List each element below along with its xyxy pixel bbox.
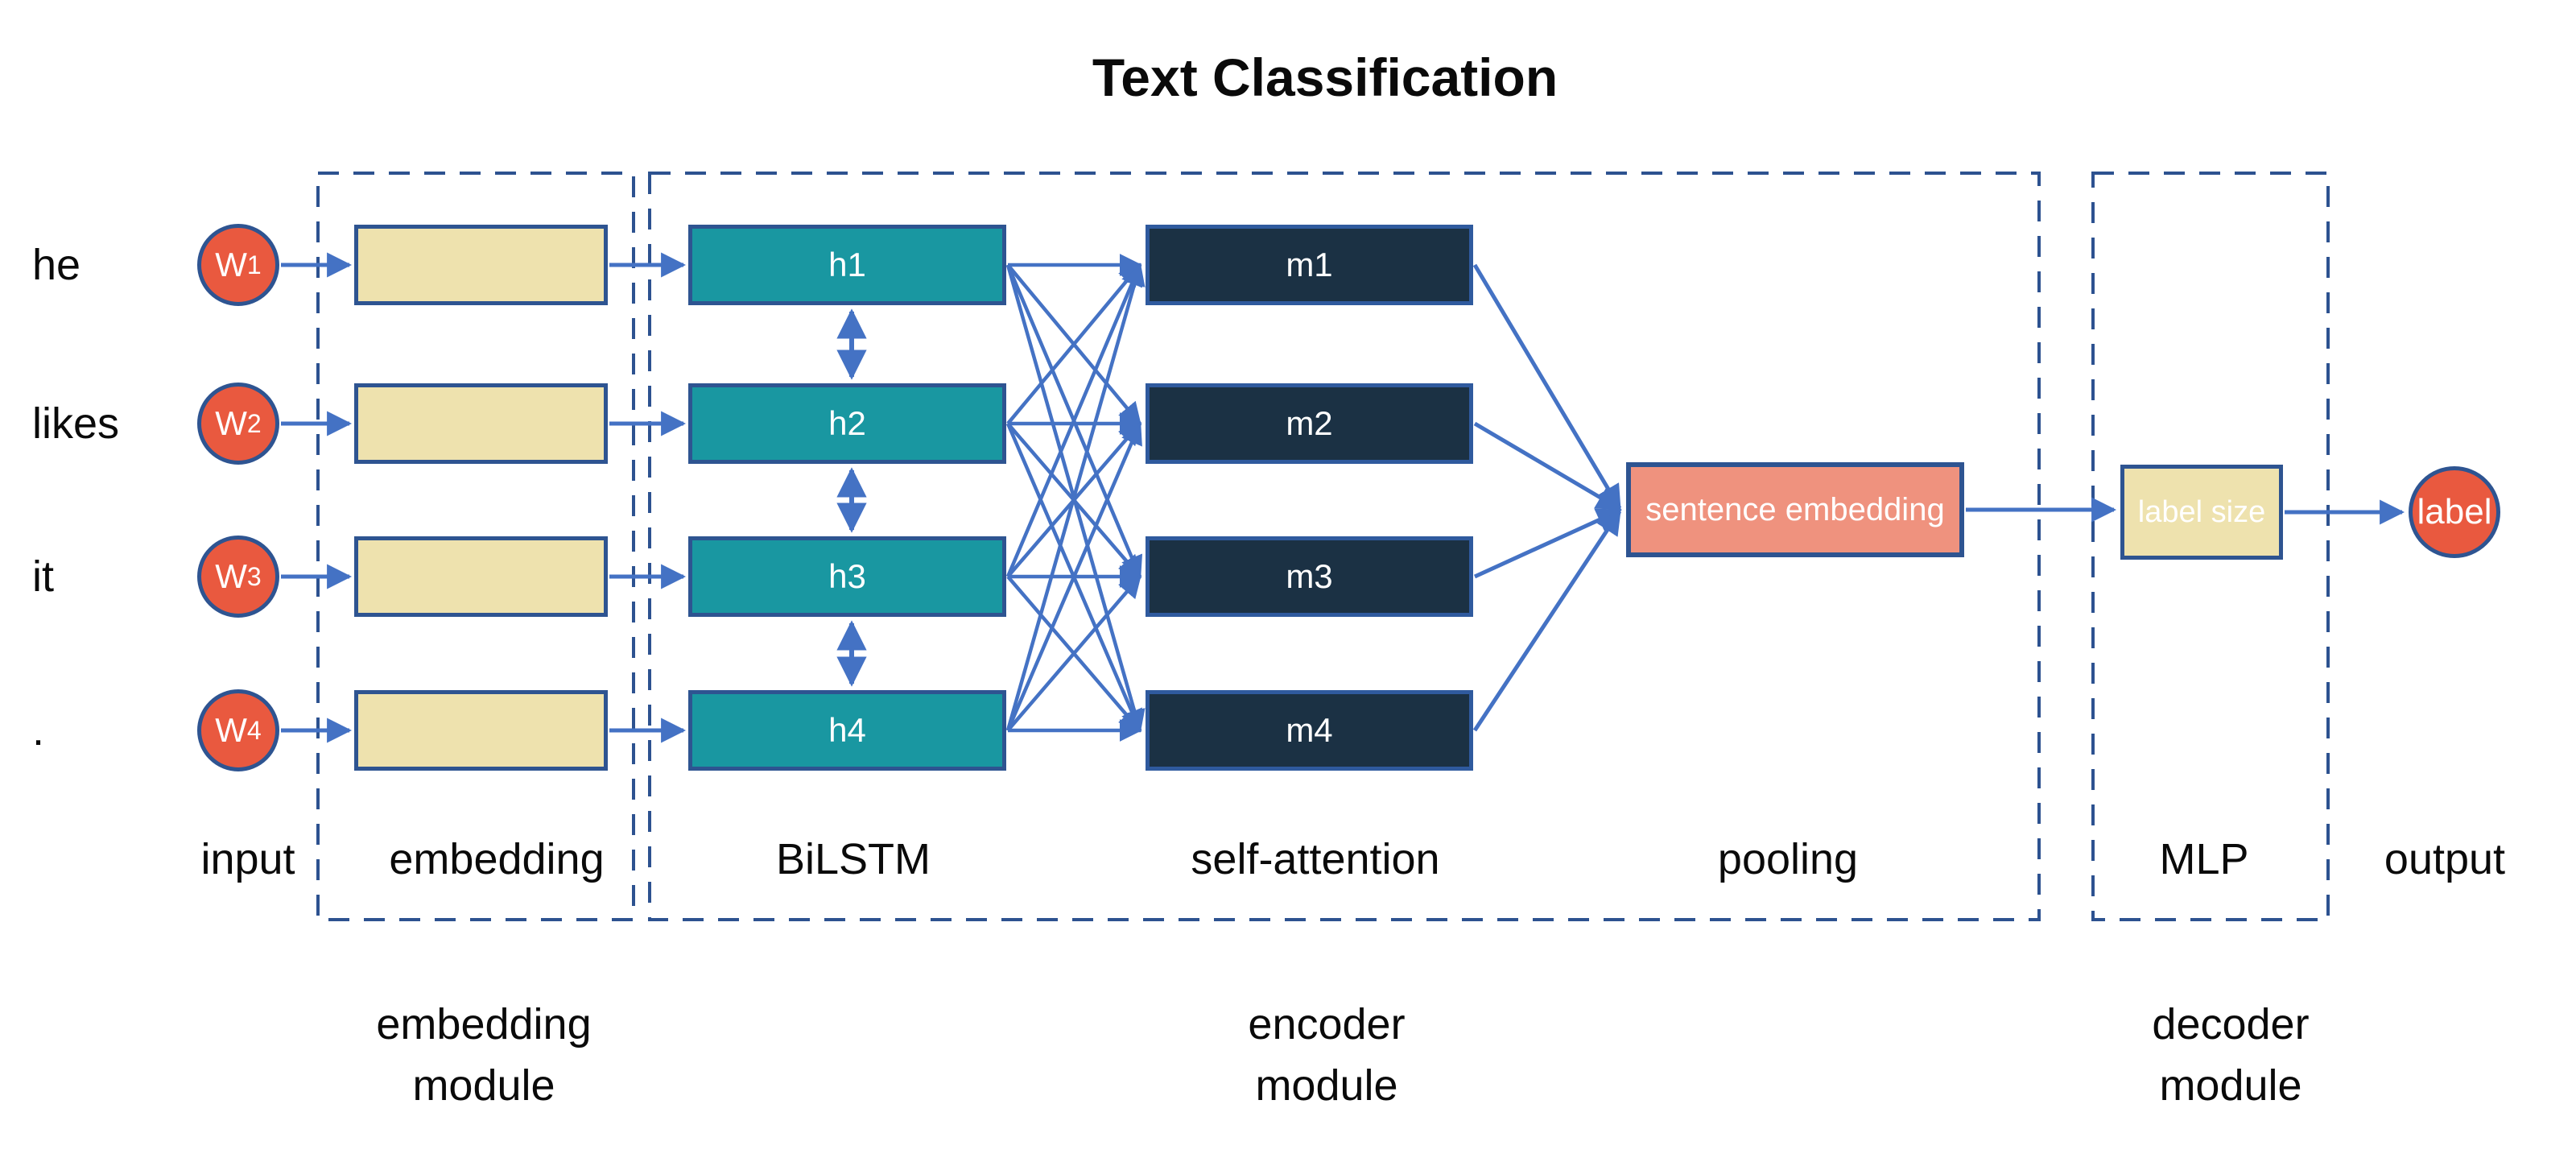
caption-line: encoder <box>1248 1000 1406 1048</box>
caption-line: module <box>1255 1061 1398 1110</box>
stage-label-mlp: MLP <box>2159 835 2249 883</box>
bilstm-box-h3: h3 <box>688 536 1006 617</box>
attention-box-label: m4 <box>1286 711 1333 749</box>
attention-box-m3: m3 <box>1146 536 1473 617</box>
word-node-label: W <box>215 246 247 283</box>
bilstm-box-label: h1 <box>828 246 866 283</box>
caption-line: decoder <box>2152 1000 2310 1048</box>
word-node-index: 4 <box>246 715 262 745</box>
arrow-line <box>1472 263 1622 511</box>
decoder-module-caption: decoder module <box>2152 994 2309 1116</box>
embedding-box-2 <box>354 383 608 464</box>
arrow-line <box>1005 263 1143 577</box>
output-label-text: label <box>2417 492 2492 531</box>
stage-label-embedding: embedding <box>389 835 605 883</box>
decoder-module-dashed-box <box>2091 172 2330 921</box>
input-word: likes <box>32 399 120 448</box>
input-to-embedding-arrows <box>281 252 353 743</box>
word-node-index: 2 <box>246 408 262 438</box>
embedding-box-3 <box>354 536 608 617</box>
word-node-label: W <box>215 557 247 595</box>
encoder-module-dashed-box <box>648 172 2041 921</box>
bilstm-to-attention-arrows <box>1005 254 1146 742</box>
sentence-embedding-label: sentence embedding <box>1645 491 1945 527</box>
bilstm-box-label: h3 <box>828 557 866 595</box>
input-word: . <box>32 706 45 755</box>
stage-label-input: input <box>200 835 295 883</box>
word-node-index: 1 <box>246 250 262 279</box>
attention-box-label: m2 <box>1286 404 1333 442</box>
output-label-node: label <box>2409 466 2500 558</box>
word-node-label: W <box>215 404 247 442</box>
arrow-line <box>1006 574 1141 732</box>
attention-box-m2: m2 <box>1146 383 1473 464</box>
bilstm-box-h4: h4 <box>688 690 1006 771</box>
caption-line: module <box>412 1061 555 1110</box>
embedding-box-4 <box>354 690 608 771</box>
attention-box-m4: m4 <box>1146 690 1473 771</box>
arrow-line <box>1473 421 1622 511</box>
label-size-box: label size <box>2120 465 2283 560</box>
embedding-box-1 <box>354 225 608 305</box>
bilstm-box-h2: h2 <box>688 383 1006 464</box>
caption-line: module <box>2159 1061 2302 1110</box>
label-size-label: label size <box>2137 494 2266 529</box>
arrow-line <box>1005 421 1142 731</box>
arrow-line <box>1005 263 1146 731</box>
input-word: it <box>32 552 54 601</box>
word-node-index: 3 <box>246 561 262 591</box>
stage-label-self-attention: self-attention <box>1191 835 1440 883</box>
attention-box-label: m1 <box>1286 246 1333 283</box>
stage-label-output: output <box>2384 835 2506 883</box>
word-node-label: W <box>215 711 247 749</box>
bilstm-box-h1: h1 <box>688 225 1006 305</box>
attention-box-label: m3 <box>1286 557 1333 595</box>
sentence-embedding-box: sentence embedding <box>1626 462 1964 557</box>
embedding-module-dashed-box <box>316 172 635 921</box>
attention-to-pooling-arrows <box>1472 263 1622 732</box>
caption-line: embedding <box>376 1000 592 1048</box>
bilstm-box-label: h4 <box>828 711 866 749</box>
bilstm-box-label: h2 <box>828 404 866 442</box>
diagram-title: Text Classification <box>1092 48 1558 107</box>
input-word: he <box>32 241 81 289</box>
arrow-line <box>1472 509 1622 732</box>
arrow-line <box>1006 263 1141 425</box>
arrow-line <box>1473 508 1622 579</box>
embedding-to-bilstm-arrows <box>609 252 687 743</box>
embedding-module-caption: embedding module <box>376 994 591 1116</box>
attention-box-m1: m1 <box>1146 225 1473 305</box>
stage-label-pooling: pooling <box>1717 835 1859 883</box>
encoder-module-caption: encoder module <box>1248 994 1405 1116</box>
stage-label-bilstm: BiLSTM <box>775 835 931 883</box>
